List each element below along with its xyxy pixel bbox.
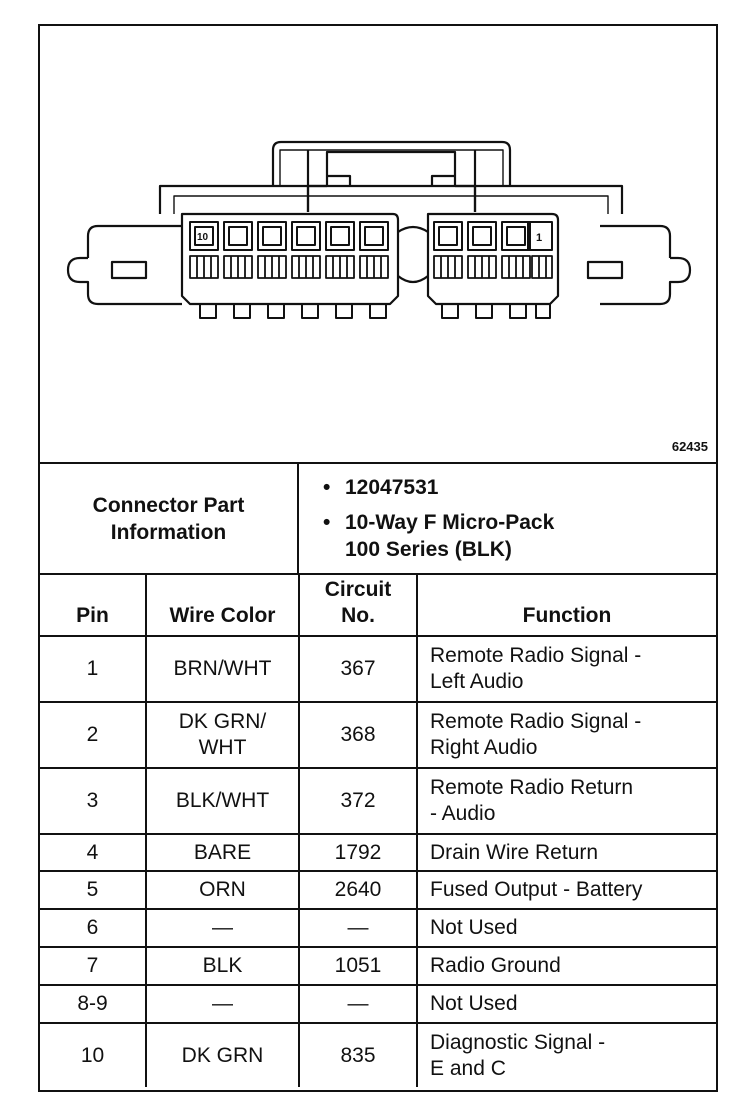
- function: Remote Radio Signal - Left Audio: [416, 635, 716, 703]
- function: Remote Radio Return - Audio: [416, 767, 716, 835]
- connector-sheet: 10 1 62435 Connector Part Information 12…: [38, 24, 718, 1092]
- table-row: 1 BRN/WHT 367 Remote Radio Signal - Left…: [40, 635, 716, 703]
- pin: 2: [40, 701, 147, 769]
- wire-color: BLK: [145, 946, 300, 986]
- pin: 8-9: [40, 984, 147, 1024]
- circuit-no: 1792: [298, 833, 418, 872]
- connector-part-information: Connector Part Information 12047531 10-W…: [40, 462, 716, 575]
- circuit-no: 368: [298, 701, 418, 769]
- circuit-no: 1051: [298, 946, 418, 986]
- circuit-no: —: [298, 984, 418, 1024]
- pin: 4: [40, 833, 147, 872]
- pin: 6: [40, 908, 147, 948]
- connector-drawing: 10 1: [66, 140, 692, 319]
- cavity-label-10: 10: [197, 232, 209, 243]
- wire-color: ORN: [145, 870, 300, 910]
- circuit-no: 367: [298, 635, 418, 703]
- pin: 7: [40, 946, 147, 986]
- function: Drain Wire Return: [416, 833, 716, 872]
- wire-color: BARE: [145, 833, 300, 872]
- wire-color: —: [145, 984, 300, 1024]
- wire-color: DK GRN/ WHT: [145, 701, 300, 769]
- table-row: 7 BLK 1051 Radio Ground: [40, 946, 716, 986]
- function: Radio Ground: [416, 946, 716, 986]
- function: Not Used: [416, 984, 716, 1024]
- table-row: 5 ORN 2640 Fused Output - Battery: [40, 870, 716, 910]
- function: Remote Radio Signal - Right Audio: [416, 701, 716, 769]
- cavity-label-1: 1: [536, 232, 542, 244]
- table-row: 8-9 — — Not Used: [40, 984, 716, 1024]
- table-row: 10 DK GRN 835 Diagnostic Signal - E and …: [40, 1022, 716, 1087]
- header-wire-color: Wire Color: [145, 573, 300, 637]
- connector-type: 10-Way F Micro-Pack 100 Series (BLK): [323, 509, 716, 563]
- part-number: 12047531: [323, 474, 716, 501]
- circuit-no: —: [298, 908, 418, 948]
- function: Diagnostic Signal - E and C: [416, 1022, 716, 1087]
- table-row: 2 DK GRN/ WHT 368 Remote Radio Signal - …: [40, 701, 716, 769]
- pin-table: Pin Wire Color Circuit No. Function 1 BR…: [40, 573, 716, 1087]
- function: Not Used: [416, 908, 716, 948]
- header-function: Function: [416, 573, 716, 637]
- header-circuit-no: Circuit No.: [298, 573, 418, 637]
- circuit-no: 835: [298, 1022, 418, 1087]
- wire-color: —: [145, 908, 300, 948]
- header-pin: Pin: [40, 573, 147, 637]
- circuit-no: 372: [298, 767, 418, 835]
- wire-color: BRN/WHT: [145, 635, 300, 703]
- pin: 5: [40, 870, 147, 910]
- pin: 3: [40, 767, 147, 835]
- pin: 10: [40, 1022, 147, 1087]
- connector-info-label: Connector Part Information: [40, 462, 299, 573]
- function: Fused Output - Battery: [416, 870, 716, 910]
- circuit-no: 2640: [298, 870, 418, 910]
- table-row: 3 BLK/WHT 372 Remote Radio Return - Audi…: [40, 767, 716, 835]
- table-row: 4 BARE 1792 Drain Wire Return: [40, 833, 716, 872]
- wire-color: DK GRN: [145, 1022, 300, 1087]
- wire-color: BLK/WHT: [145, 767, 300, 835]
- figure-number: 62435: [671, 439, 708, 454]
- table-row: 6 — — Not Used: [40, 908, 716, 948]
- connector-info-list: 12047531 10-Way F Micro-Pack 100 Series …: [299, 462, 716, 573]
- connector-figure: 10 1 62435: [40, 26, 716, 464]
- pin: 1: [40, 635, 147, 703]
